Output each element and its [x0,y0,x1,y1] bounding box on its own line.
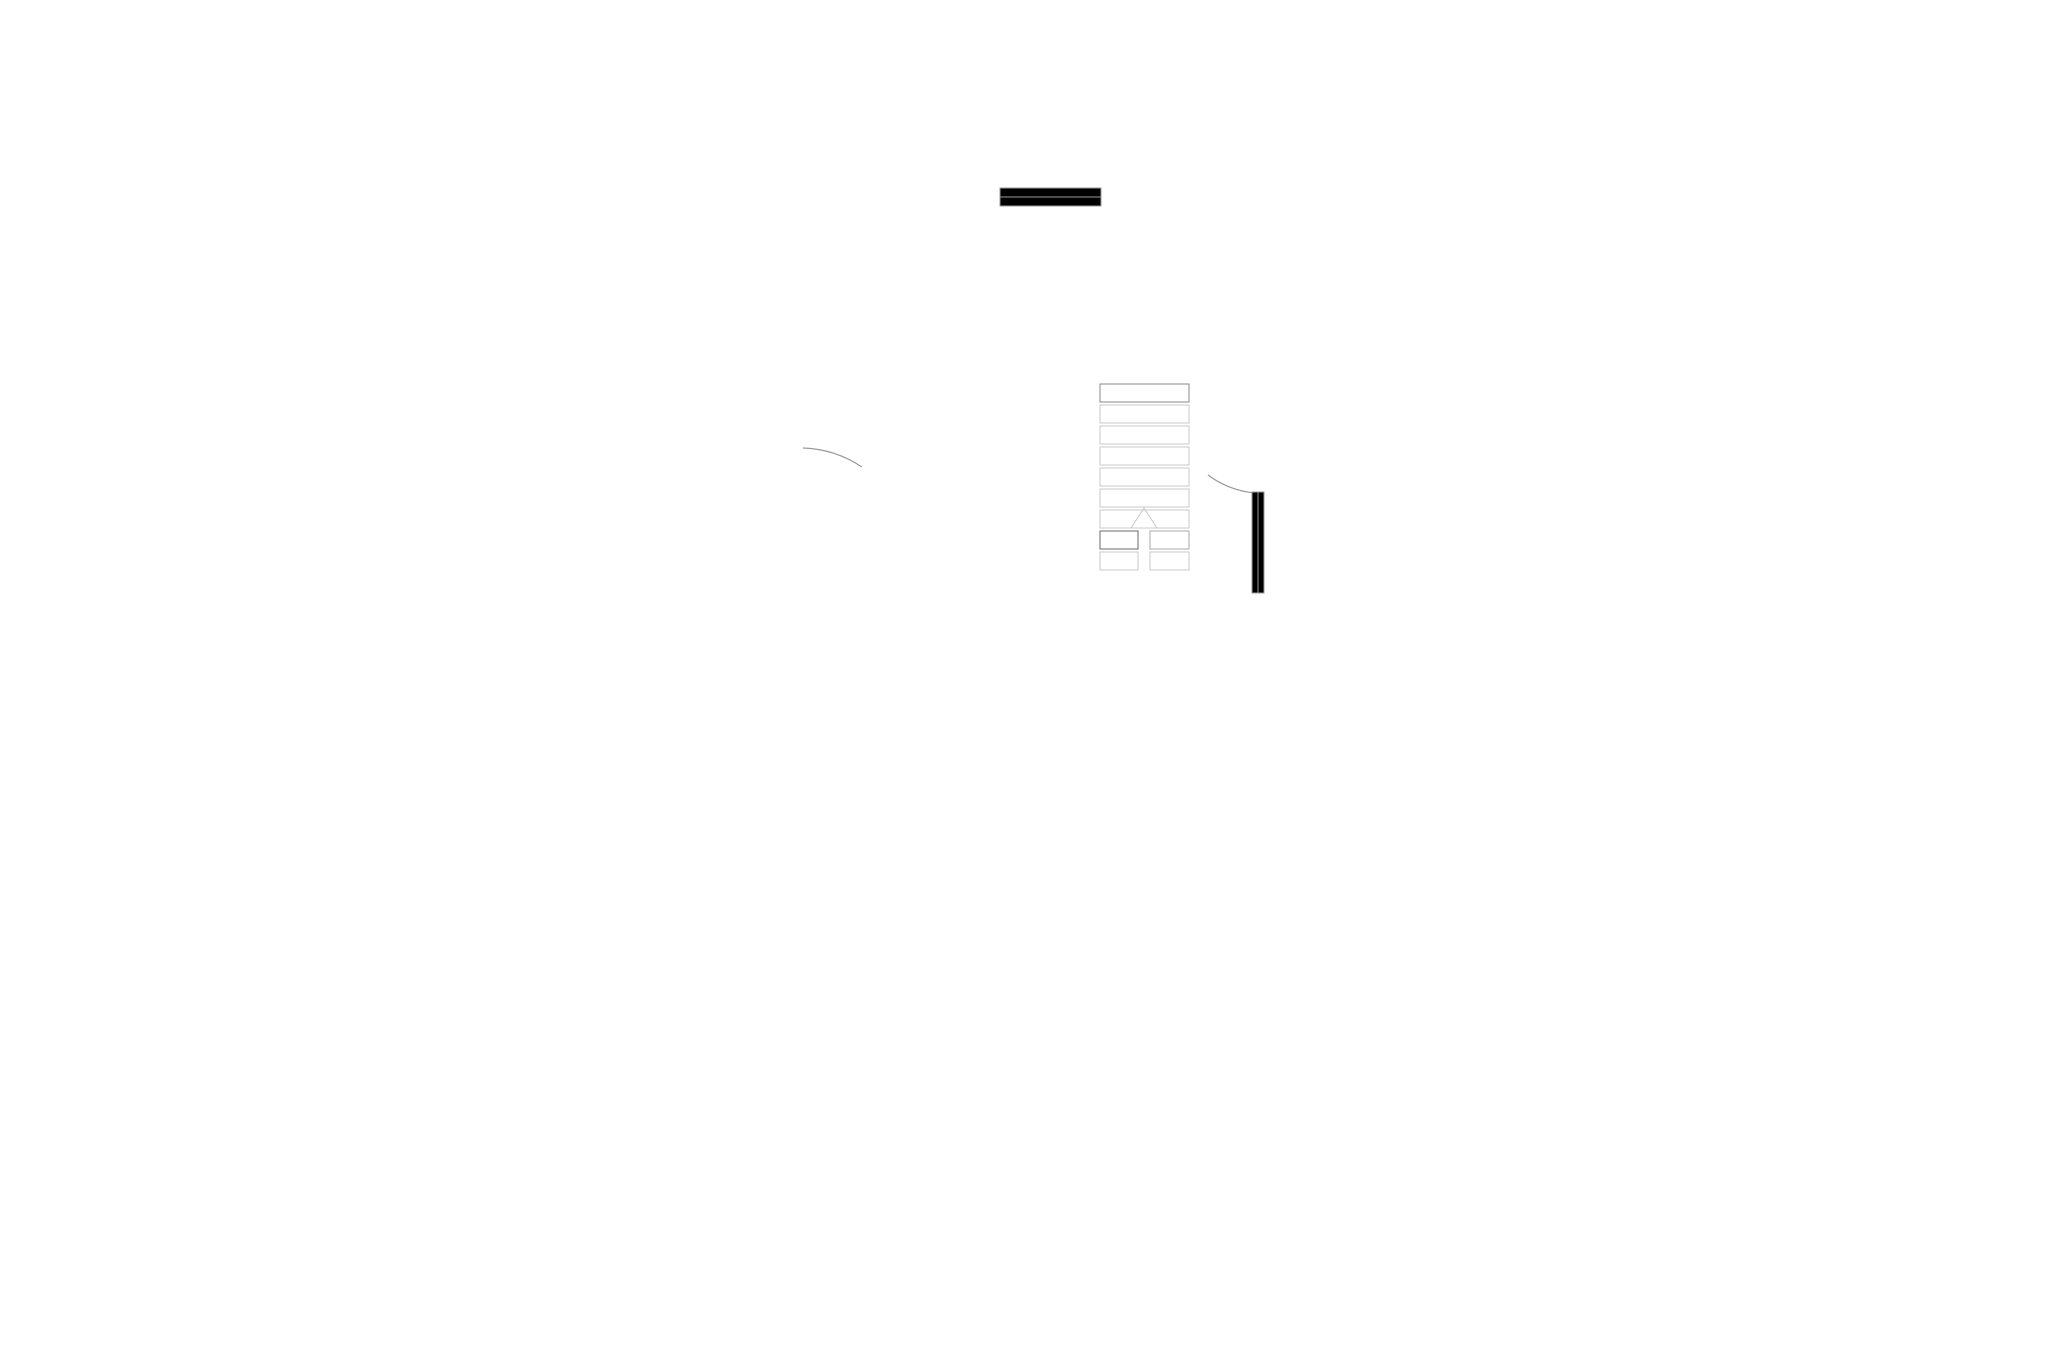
stack-row [1099,404,1190,424]
stack-cell [1099,530,1139,550]
stack-row [1099,488,1190,508]
stack-row [1099,446,1190,466]
stack-row [1099,509,1190,529]
stack-cell [1149,551,1190,571]
vertical-double-bar [1251,491,1265,594]
horizontal-double-bar [999,187,1102,207]
horizontal-bar-segment [999,187,1102,198]
stack-row [1099,467,1190,487]
horizontal-bar-segment [999,196,1102,207]
stack-cell [1149,530,1190,550]
left-curve [802,447,863,468]
right-curve [1207,474,1255,494]
chevron-up-icon [1130,507,1158,529]
box-stack [1099,383,1190,571]
stack-row [1099,383,1190,403]
vertical-bar-segment [1251,491,1259,594]
stack-row [1099,425,1190,445]
vertical-bar-segment [1257,491,1265,594]
stack-cell [1099,551,1139,571]
